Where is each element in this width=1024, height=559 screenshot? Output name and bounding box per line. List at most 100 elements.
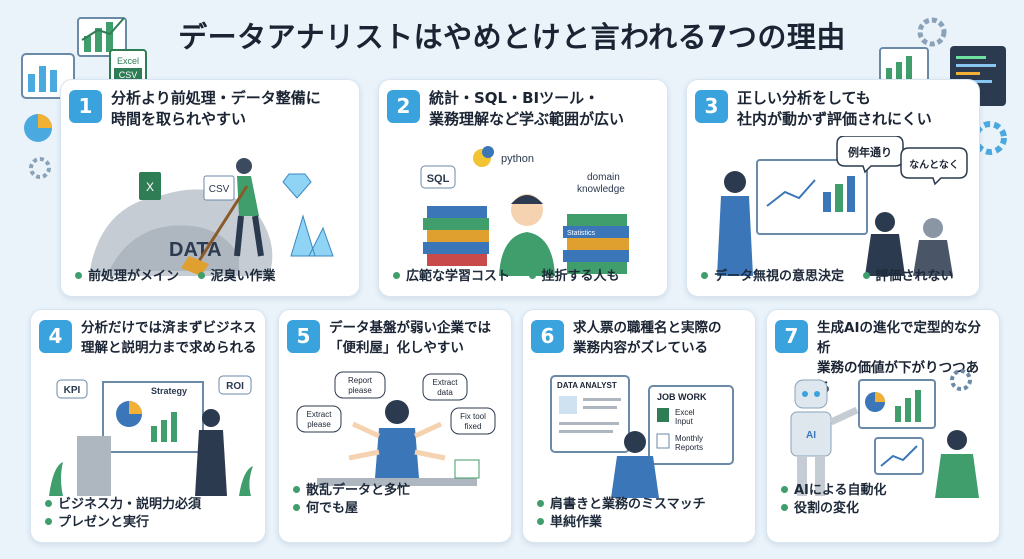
request-bubble — [422, 373, 468, 401]
bullet-point: 広範な学習コスト — [393, 268, 510, 286]
svg-text:KPI: KPI — [64, 385, 81, 396]
gear-icon — [973, 121, 1007, 155]
speech-bubble — [836, 136, 904, 174]
reason-card-6: 6 求人票の職種名と実際の業務内容がズレている DATA ANALYST JOB… — [522, 309, 756, 543]
svg-text:Excel: Excel — [675, 408, 695, 417]
reason-heading: 生成AIの進化で定型的な分析業務の価値が下がりつつある — [817, 320, 981, 396]
reason-card-2: 2 統計・SQL・BIツール・業務理解など学ぶ範囲が広い SQL python … — [378, 79, 668, 297]
reason-number: 7 — [775, 320, 808, 353]
presentation-illustration: KPI ROI Strategy — [49, 375, 253, 496]
robot: AI — [790, 379, 859, 496]
reason-points: データ無視の意思決定 評価されない — [701, 268, 971, 286]
job-seeker — [611, 431, 659, 498]
svg-text:例年通り: 例年通り — [848, 145, 892, 159]
svg-text:Report: Report — [348, 376, 373, 385]
excel-file-icon — [139, 172, 161, 200]
calendar-icon — [454, 459, 480, 479]
reason-heading: データ基盤が弱い企業では「便利屋」化しやすい — [329, 320, 491, 356]
reason-number: 5 — [287, 320, 320, 353]
svg-text:please: please — [348, 386, 372, 395]
reason-heading: 正しい分析をしても社内が動かず評価されにくい — [737, 89, 932, 128]
bullet-point: データ無視の意思決定 — [701, 268, 844, 286]
book-stack-right: Statistics — [563, 214, 629, 274]
svg-text:CSV: CSV — [209, 184, 230, 195]
job-work-card — [648, 385, 734, 465]
multitasking-worker — [348, 400, 446, 478]
svg-text:DATA ANALYST: DATA ANALYST — [557, 381, 617, 390]
reason-points: AIによる自動化 役割の変化 — [781, 482, 991, 518]
bullet-point: 何でも屋 — [293, 500, 358, 518]
speech-bubble — [900, 147, 968, 186]
reason-number: 6 — [531, 320, 564, 353]
desk — [317, 478, 477, 486]
request-bubble — [450, 407, 496, 435]
diamond-icon — [282, 173, 312, 199]
roi-badge — [218, 375, 252, 395]
svg-text:Extract: Extract — [307, 410, 333, 419]
plant-icon — [239, 466, 253, 496]
reason-heading: 求人票の職種名と実際の業務内容がズレている — [573, 320, 722, 356]
svg-text:python: python — [501, 153, 534, 165]
reason-points: 前処理がメイン 泥臭い作業 — [75, 268, 351, 286]
gear-icon — [29, 157, 51, 179]
svg-text:AI: AI — [806, 430, 816, 441]
bullet-point: 挫折する人も — [528, 268, 620, 286]
stressed-person — [499, 194, 555, 276]
bullet-point: AIによる自動化 — [781, 482, 887, 500]
plant-icon — [49, 462, 63, 496]
reason-number: 3 — [695, 90, 728, 123]
reason-card-7: 7 生成AIの進化で定型的な分析業務の価値が下がりつつある AI AIによる自動… — [766, 309, 1000, 543]
svg-text:Monthly: Monthly — [675, 434, 703, 443]
svg-text:X: X — [146, 180, 154, 194]
svg-text:Extract: Extract — [433, 378, 459, 387]
bullet-point: 前処理がメイン — [75, 268, 179, 286]
reason-heading: 分析だけでは済まずビジネス理解と説明力まで求められる — [81, 320, 257, 356]
crystal-icon — [290, 214, 334, 257]
presenter — [717, 171, 753, 276]
svg-text:SQL: SQL — [427, 173, 450, 185]
gear-icon — [917, 17, 947, 47]
svg-text:domain: domain — [587, 172, 620, 183]
svg-text:Fix tool: Fix tool — [460, 412, 486, 421]
reason-card-1: 1 分析より前処理・データ整備に時間を取られやすい DATA X CSV 前処理… — [60, 79, 360, 297]
study-books-illustration: SQL python domain knowledge Statistics — [420, 146, 629, 276]
request-bubble — [334, 371, 386, 399]
svg-text:なんとなく: なんとなく — [909, 159, 959, 171]
svg-text:Input: Input — [675, 417, 694, 426]
reason-heading: 分析より前処理・データ整備に時間を取られやすい — [111, 89, 321, 128]
data-pile-illustration: DATA X CSV — [89, 158, 334, 276]
excel-icon — [657, 408, 669, 422]
svg-text:please: please — [307, 420, 331, 429]
gear-icon — [950, 369, 972, 391]
reason-points: 肩書きと業務のミスマッチ 単純作業 — [537, 496, 747, 532]
page-title: データアナリストはやめとけと言われる7つの理由 — [178, 20, 846, 54]
chart-window — [874, 437, 924, 475]
svg-text:JOB WORK: JOB WORK — [657, 392, 707, 402]
job-mismatch-illustration: DATA ANALYST JOB WORK Excel Input Monthl… — [550, 375, 734, 498]
manager-2 — [913, 218, 953, 276]
top-right-decoration — [879, 17, 1007, 155]
bullet-point: 泥臭い作業 — [197, 268, 276, 286]
reason-number: 1 — [69, 90, 102, 123]
reason-card-4: 4 分析だけでは済まずビジネス理解と説明力まで求められる KPI ROI Str… — [30, 309, 266, 543]
bullet-point: 役割の変化 — [781, 500, 859, 518]
reason-heading: 統計・SQL・BIツール・業務理解など学ぶ範囲が広い — [429, 89, 625, 128]
bullet-point: 肩書きと業務のミスマッチ — [537, 496, 733, 514]
ai-robot-illustration: AI — [790, 369, 979, 498]
request-bubble — [296, 405, 342, 433]
book-stack-left — [423, 206, 489, 266]
meeting-illustration: 例年通り なんとなく — [717, 136, 968, 276]
bullet-point: 単純作業 — [537, 514, 733, 532]
report-icon — [656, 433, 670, 449]
svg-text:CSV: CSV — [119, 70, 138, 80]
reason-points: ビジネス力・説明力必須 プレゼンと実行 — [45, 496, 257, 532]
podium — [77, 436, 111, 496]
sql-badge — [420, 165, 456, 189]
manager-1 — [865, 212, 905, 276]
speaker — [195, 409, 227, 496]
presentation-board — [756, 159, 868, 235]
svg-text:DATA: DATA — [169, 239, 222, 261]
bullet-point: ビジネス力・説明力必須 — [45, 496, 243, 514]
